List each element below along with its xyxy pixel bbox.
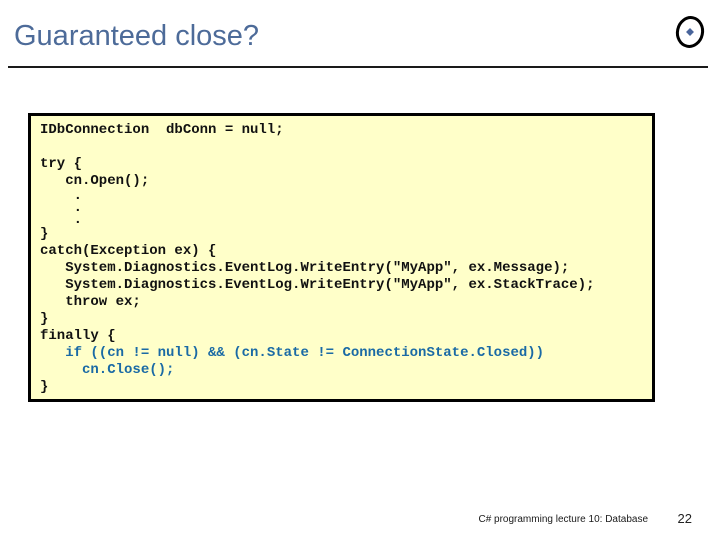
code-line: try { [40, 156, 83, 172]
code-line: cn.Open(); [40, 173, 150, 189]
code-line: cn.Close(); [40, 362, 175, 378]
code-box: IDbConnection dbConn = null; try { cn.Op… [28, 113, 655, 402]
code-line: if ((cn != null) && (cn.State != Connect… [40, 345, 545, 361]
code-line: . [40, 200, 83, 216]
code-line: System.Diagnostics.EventLog.WriteEntry("… [40, 277, 595, 293]
code-line: catch(Exception ex) { [40, 243, 217, 259]
code-block: IDbConnection dbConn = null; try { cn.Op… [40, 122, 648, 396]
code-line: System.Diagnostics.EventLog.WriteEntry("… [40, 260, 570, 276]
slide-title: Guaranteed close? [14, 20, 260, 52]
code-line: throw ex; [40, 294, 141, 310]
code-line: } [40, 311, 49, 327]
code-line: } [40, 379, 49, 395]
title-separator [8, 66, 708, 68]
code-line: finally { [40, 328, 116, 344]
code-line: } [40, 226, 49, 242]
code-line [40, 139, 648, 156]
code-line: IDbConnection dbConn = null; [40, 122, 284, 138]
page-number: 22 [677, 511, 692, 526]
footer-text: C# programming lecture 10: Database [478, 514, 648, 525]
logo-icon [675, 16, 705, 48]
code-line: . [40, 212, 83, 228]
code-line: . [40, 188, 83, 204]
